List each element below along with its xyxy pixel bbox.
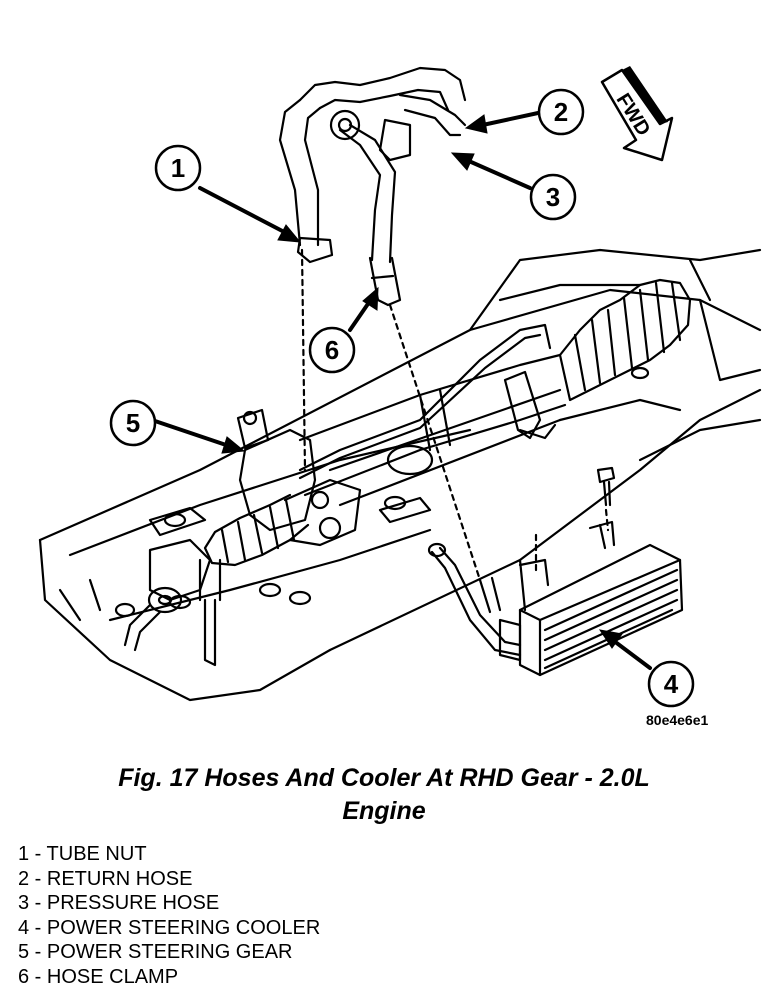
callout-3: 3	[529, 173, 577, 221]
svg-text:2: 2	[554, 97, 568, 127]
legend-item: 1 - TUBE NUT	[18, 843, 147, 865]
caption-line-1: Fig. 17 Hoses And Cooler At RHD Gear - 2…	[118, 764, 650, 792]
leader-arrow-2	[464, 111, 540, 134]
figure-caption: Fig. 17 Hoses And Cooler At RHD Gear - 2…	[0, 762, 768, 828]
callout-4: 4	[647, 660, 695, 708]
svg-text:6: 6	[325, 335, 339, 365]
legend-item: 4 - POWER STEERING COOLER	[18, 916, 321, 939]
leader-arrow-1	[198, 186, 302, 243]
leader-arrow-4	[598, 629, 652, 670]
callout-2: 2	[537, 88, 585, 136]
svg-text:1: 1	[171, 153, 185, 183]
legend-item: 6 - HOSE CLAMP	[18, 965, 179, 988]
hoses-and-cooler-illustration: 1 2 3 4 5 6 FWD	[38, 66, 762, 708]
metal-lines	[298, 323, 552, 662]
power-steering-cooler	[518, 466, 684, 677]
leader-arrow-3	[450, 152, 532, 190]
hose-assembly	[278, 66, 482, 582]
svg-text:3: 3	[546, 182, 560, 212]
forward-direction-arrow: FWD	[600, 66, 674, 162]
leader-arrow-5	[153, 419, 246, 454]
parts-legend: 1 - TUBE NUT 2 - RETURN HOSE 3 - PRESSUR…	[18, 842, 320, 990]
legend-item: 5 - POWER STEERING GEAR	[18, 941, 293, 964]
svg-text:5: 5	[126, 408, 140, 438]
callout-6: 6	[308, 326, 356, 374]
callout-1: 1	[154, 144, 202, 192]
legend-item: 2 - RETURN HOSE	[18, 867, 193, 890]
crossmember-frame	[38, 248, 762, 702]
svg-text:4: 4	[664, 669, 679, 699]
figure-reference-code: 80e4e6e1	[646, 712, 709, 728]
legend-item: 3 - PRESSURE HOSE	[18, 892, 220, 915]
callout-5: 5	[109, 399, 157, 447]
caption-line-2: Engine	[342, 797, 426, 825]
leader-arrow-6	[348, 286, 379, 332]
